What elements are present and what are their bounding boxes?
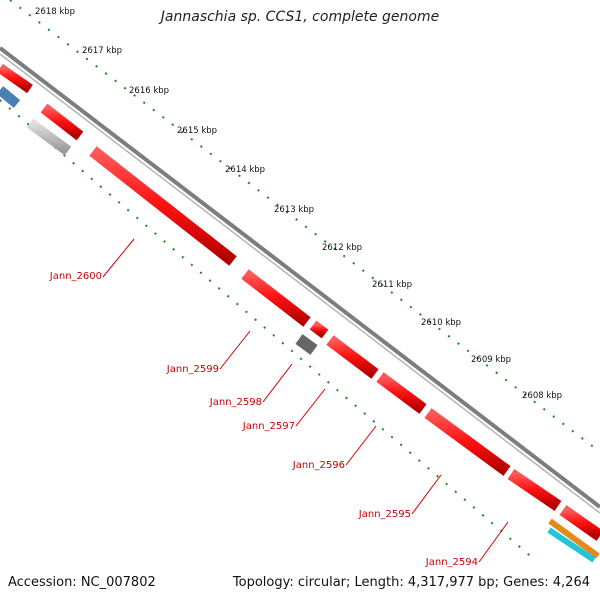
- kbp-label: 2614 kbp: [225, 165, 265, 175]
- kbp-label: 2617 kbp: [82, 46, 122, 56]
- gene-label: Jann_2596: [292, 460, 345, 471]
- kbp-label: 2612 kbp: [322, 243, 362, 253]
- genome-backbone-inner: [0, 53, 600, 514]
- kbp-label: 2618 kbp: [35, 7, 75, 17]
- blue-feature-bar: [0, 86, 21, 108]
- gene-bar-jann-2597: [326, 335, 379, 379]
- kbp-label: 2615 kbp: [177, 126, 217, 136]
- genome-backbone-outer: [0, 46, 600, 509]
- inner-tick-track: [0, 99, 536, 561]
- accession-text: Accession: NC_007802: [8, 575, 156, 590]
- gene-bar-jann-2600: [89, 146, 237, 266]
- gene-bar-jann-2595: [424, 408, 511, 476]
- kbp-label: 2609 kbp: [471, 355, 511, 365]
- gene-bar-jann-2599: [241, 269, 311, 327]
- gene-label-leader: [219, 330, 251, 370]
- gene-label: Jann_2595: [358, 509, 411, 520]
- genome-title: Jannaschia sp. CCS1, complete genome: [160, 9, 440, 25]
- gene-label-leader: [345, 425, 377, 466]
- kbp-label: 2610 kbp: [421, 318, 461, 328]
- kbp-label: 2611 kbp: [372, 280, 412, 290]
- dark-feature-bar: [295, 334, 318, 355]
- gene-bar-right-edge: [559, 505, 600, 541]
- gene-bar-jann-2598: [309, 320, 329, 339]
- gene-label-leader: [411, 474, 442, 515]
- gene-label-leader: [295, 388, 326, 427]
- gene-label-leader: [102, 238, 135, 278]
- orange-feature-bar: [548, 518, 600, 559]
- gene-label-leader: [478, 521, 509, 563]
- kbp-label: 2616 kbp: [129, 86, 169, 96]
- gray-feature-bar: [26, 118, 72, 156]
- topology-summary: Topology: circular; Length: 4,317,977 bp…: [232, 575, 590, 590]
- gene-label: Jann_2600: [49, 271, 102, 282]
- outer-tick-track: [9, 0, 600, 453]
- gene-label: Jann_2598: [209, 397, 262, 408]
- gene-label-leader: [262, 363, 293, 403]
- kbp-label: 2608 kbp: [522, 391, 562, 401]
- gene-bar-jann-2596: [376, 372, 427, 414]
- gene-bar-small-upper: [40, 103, 84, 141]
- kbp-label: 2613 kbp: [274, 205, 314, 215]
- gene-label: Jann_2599: [166, 364, 219, 375]
- gene-label: Jann_2594: [425, 557, 478, 568]
- gene-bar-jann-2594: [507, 469, 562, 511]
- gene-bar-left-edge: [0, 63, 33, 94]
- gene-label: Jann_2597: [242, 421, 295, 432]
- cyan-feature-bar: [547, 527, 596, 563]
